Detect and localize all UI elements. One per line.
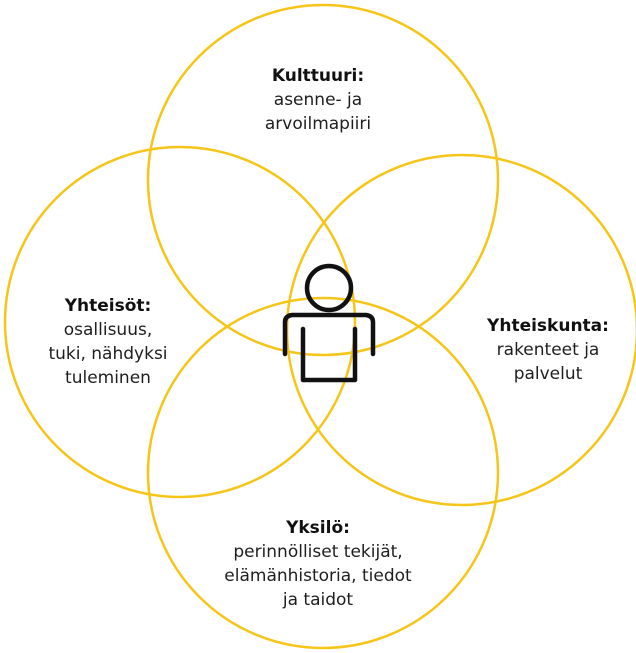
communities-line-1: osallisuus, xyxy=(63,320,153,340)
individual-line-2: elämänhistoria, tiedot xyxy=(224,566,412,586)
person-body xyxy=(282,312,376,383)
society-title: Yhteiskunta: xyxy=(487,316,609,336)
communities-line-3: tuleminen xyxy=(65,368,151,388)
individual-line-1: perinnölliset tekijät, xyxy=(233,542,403,562)
culture-line-2: arvoilmapiiri xyxy=(264,114,372,134)
society-line-1: rakenteet ja xyxy=(496,340,600,360)
culture-label: Kulttuuri: asenne- ja arvoilmapiiri xyxy=(218,64,418,136)
individual-title: Yksilö: xyxy=(286,518,350,538)
communities-title: Yhteisöt: xyxy=(64,296,152,316)
circle-culture xyxy=(146,3,500,357)
society-label: Yhteiskunta: rakenteet ja palvelut xyxy=(458,314,636,386)
culture-line-1: asenne- ja xyxy=(273,90,363,110)
individual-label: Yksilö: perinnölliset tekijät, elämänhis… xyxy=(188,516,448,612)
circle-individual xyxy=(146,296,500,650)
communities-label: Yhteisöt: osallisuus, tuki, nähdyksi tul… xyxy=(8,294,208,390)
circle-communities xyxy=(3,145,357,499)
culture-title: Kulttuuri: xyxy=(271,66,365,86)
individual-line-3: ja taidot xyxy=(282,590,354,610)
person-head xyxy=(304,263,354,313)
society-line-2: palvelut xyxy=(513,364,583,384)
person-icon xyxy=(282,263,376,383)
communities-line-2: tuki, nähdyksi xyxy=(48,344,168,364)
